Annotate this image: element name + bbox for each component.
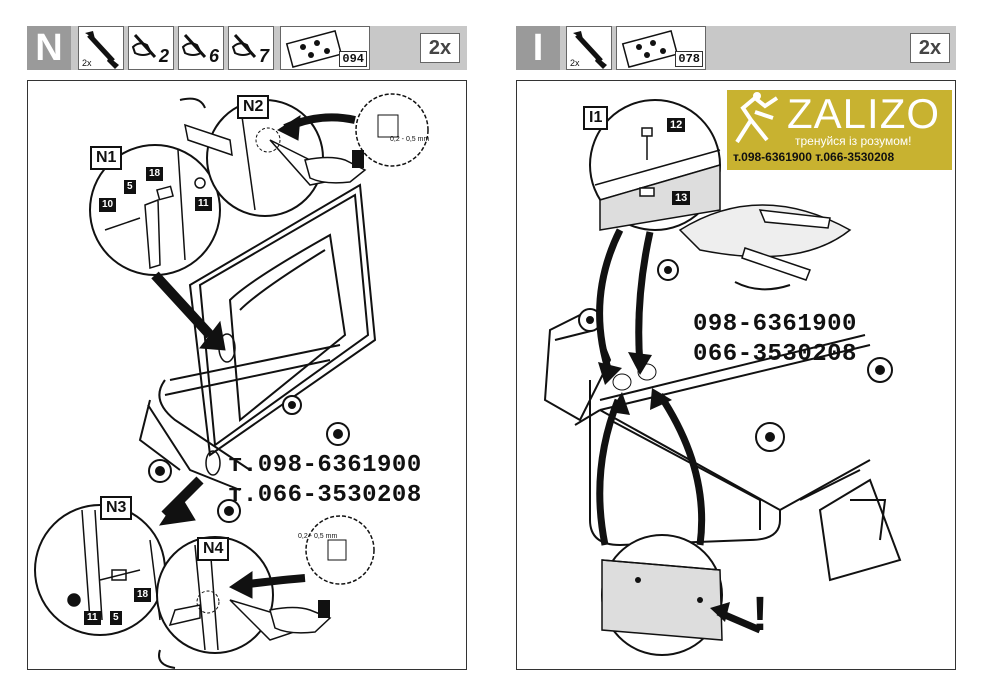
logo-phones: т.098-6361900 т.066-3530208 bbox=[733, 150, 895, 164]
left-parts-kit: 094 bbox=[280, 26, 370, 70]
hardware-kit-icon bbox=[285, 30, 343, 68]
hardware-kit-icon bbox=[621, 30, 679, 68]
left-phone-2: т.066-3530208 bbox=[228, 482, 422, 509]
logo-slogan: тренуйся із розумом! bbox=[795, 134, 912, 148]
hand-tool-icon bbox=[131, 33, 157, 59]
callout-n3: N3 bbox=[100, 496, 133, 520]
left-tool-ref-2: 6 bbox=[178, 26, 224, 70]
left-wrench-tool: 2x bbox=[78, 26, 124, 70]
warning-mark: ! bbox=[752, 588, 768, 641]
left-tool-qty: 2x bbox=[82, 58, 92, 68]
left-parts-code: 094 bbox=[339, 51, 367, 67]
n2-clearance: 0,2 - 0,5 mm bbox=[390, 136, 430, 143]
wrench-icon bbox=[573, 31, 607, 69]
left-multiplier: 2x bbox=[420, 33, 460, 63]
left-step-letter: N bbox=[27, 26, 71, 70]
right-wrench-tool: 2x bbox=[566, 26, 612, 70]
hand-tool-icon bbox=[231, 33, 257, 59]
n1-part-18: 18 bbox=[146, 167, 164, 181]
n1-part-10: 10 bbox=[99, 198, 117, 212]
right-tool-qty: 2x bbox=[570, 58, 580, 68]
right-phone-2: 066-3530208 bbox=[693, 341, 857, 368]
right-parts-kit: 078 bbox=[616, 26, 706, 70]
callout-n2: N2 bbox=[237, 95, 270, 119]
wrench-icon bbox=[85, 31, 119, 69]
n3-part-18: 18 bbox=[134, 588, 152, 602]
athlete-logo-icon bbox=[735, 92, 779, 144]
left-tool-ref-number-2: 6 bbox=[208, 46, 219, 66]
callout-n4: N4 bbox=[197, 537, 230, 561]
callout-i1: I1 bbox=[583, 106, 609, 130]
right-parts-code: 078 bbox=[675, 51, 703, 67]
n1-part-11: 11 bbox=[195, 197, 212, 211]
left-tool-ref-3: 7 bbox=[228, 26, 274, 70]
callout-n1: N1 bbox=[90, 146, 123, 170]
zalizo-logo: ZALIZO тренуйся із розумом! т.098-636190… bbox=[727, 90, 952, 170]
left-tool-ref-number-3: 7 bbox=[258, 46, 269, 66]
right-step-letter: I bbox=[516, 26, 560, 70]
right-phone-1: 098-6361900 bbox=[693, 311, 857, 338]
left-tool-ref-1: 2 bbox=[128, 26, 174, 70]
left-phone-1: т.098-6361900 bbox=[228, 452, 422, 479]
i1-part-12: 12 bbox=[667, 118, 686, 132]
left-tool-ref-number-1: 2 bbox=[158, 46, 169, 66]
logo-brand: ZALIZO bbox=[787, 90, 941, 137]
hand-tool-icon bbox=[181, 33, 207, 59]
right-multiplier: 2x bbox=[910, 33, 950, 63]
n4-clearance: 0,2 - 0,5 mm bbox=[298, 533, 338, 540]
n3-part-11: 11 bbox=[84, 611, 101, 625]
n3-part-5: 5 bbox=[110, 611, 122, 625]
i1-part-13: 13 bbox=[672, 191, 691, 205]
n1-part-5: 5 bbox=[124, 180, 136, 194]
